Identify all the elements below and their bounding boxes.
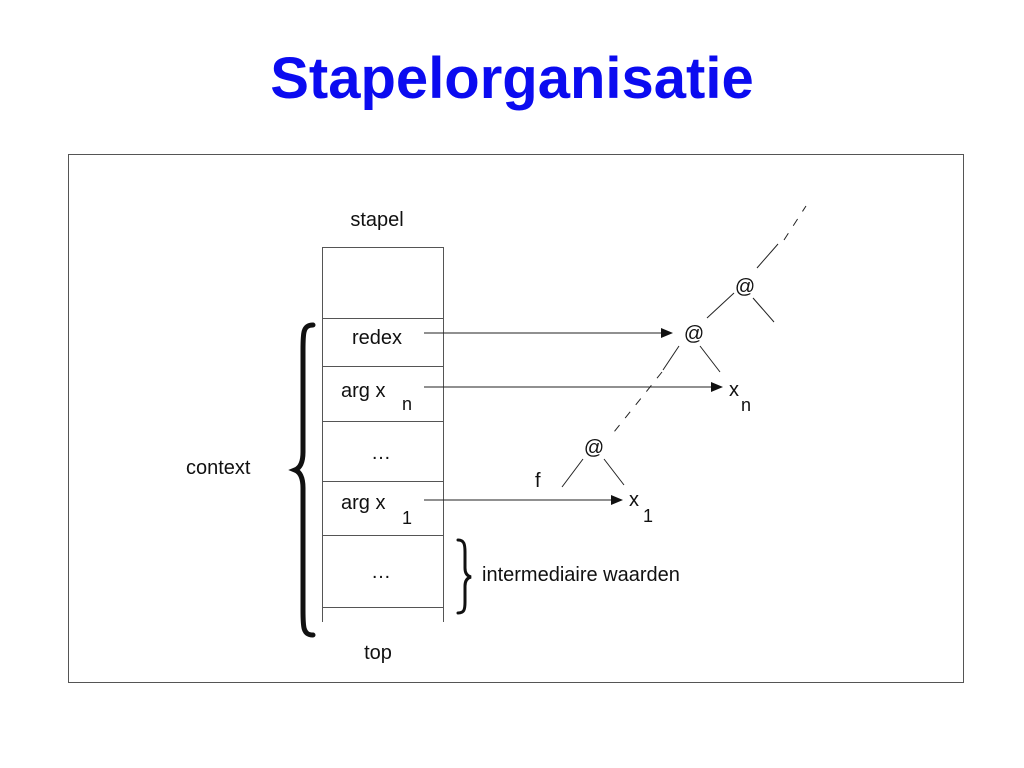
stack-column [322,247,444,622]
stack-cell-redex: redex [352,327,402,349]
stack-header: stapel [350,209,403,231]
graph-leaf-f: f [535,470,541,492]
context-label: context [186,457,251,479]
context-brace [288,322,316,638]
stack-footer: top [364,642,392,664]
intermediate-brace [456,538,472,615]
stack-cell-ellipsis-2: … [371,561,391,583]
graph-leaf-xn: x [729,379,739,401]
graph-leaf-x1: x [629,489,639,511]
graph-node-redex: @ [684,323,704,345]
stack-cell-arg-xn: arg x [341,380,385,402]
graph-edges [561,205,807,488]
stack-cell-ellipsis-1: … [371,442,391,464]
graph-leaf-xn-sub: n [741,395,751,415]
slide-title: Stapelorganisatie [270,46,754,111]
graph-leaf-x1-sub: 1 [643,506,653,526]
stack-cell-arg-x1: arg x [341,492,385,514]
stack-cell-arg-xn-sub: n [402,394,412,414]
graph-node-top: @ [735,276,755,298]
intermediate-label: intermediaire waarden [482,564,680,586]
graph-node-f-app: @ [584,437,604,459]
diagram-frame [68,154,964,683]
stack-cell-arg-x1-sub: 1 [402,508,412,528]
